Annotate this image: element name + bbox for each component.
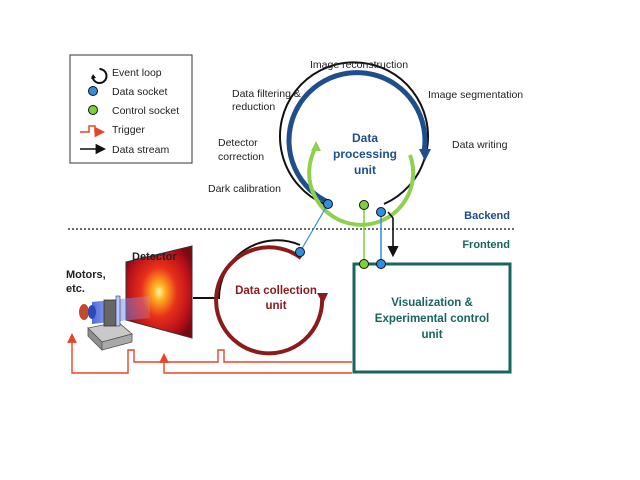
data-collection-unit: Data collection unit xyxy=(193,239,328,356)
legend-data-socket: Data socket xyxy=(112,86,168,98)
visualization-title-3: unit xyxy=(421,329,442,341)
step-detector-correction-1: Detector xyxy=(218,137,258,149)
processing-title-2: processing xyxy=(333,147,397,161)
trigger-icon xyxy=(80,125,106,138)
processing-title-1: Data xyxy=(352,131,378,145)
step-data-filtering-2: reduction xyxy=(232,101,275,113)
step-image-segmentation: Image segmentation xyxy=(428,89,523,101)
step-detector-correction-2: correction xyxy=(218,151,264,163)
processing-control-socket xyxy=(359,200,369,210)
collection-title-2: unit xyxy=(265,300,286,312)
motors-label-1: Motors, xyxy=(66,269,106,281)
data-processing-unit: Data processing unit xyxy=(279,61,431,227)
processing-data-socket xyxy=(323,199,333,209)
trigger-line-detector xyxy=(159,353,352,374)
control-socket-icon xyxy=(88,105,98,115)
legend-trigger: Trigger xyxy=(112,124,145,136)
processing-output-socket xyxy=(376,207,386,217)
sample-stage xyxy=(79,295,150,351)
step-data-filtering-1: Data filtering & xyxy=(232,88,301,100)
visualization-data-socket xyxy=(376,259,386,269)
legend-data-stream: Data stream xyxy=(112,144,169,156)
socket-link-processing-collection xyxy=(299,203,329,253)
frontend-label: Frontend xyxy=(462,239,510,251)
visualization-title-1: Visualization & xyxy=(391,297,473,309)
motors-label-2: etc. xyxy=(66,283,85,295)
visualization-control-socket xyxy=(359,259,369,269)
collection-data-socket xyxy=(295,247,305,257)
data-stream-arrow xyxy=(387,211,399,258)
detector-label: Detector xyxy=(132,251,177,263)
event-loop-icon xyxy=(91,68,108,84)
trigger-line xyxy=(67,333,352,374)
legend-event-loop: Event loop xyxy=(112,67,162,79)
step-dark-calibration: Dark calibration xyxy=(208,183,281,195)
step-data-writing: Data writing xyxy=(452,139,508,151)
visualization-title-2: Experimental control xyxy=(375,313,489,325)
step-image-reconstruction: Image reconstruction xyxy=(310,59,408,71)
legend-control-socket: Control socket xyxy=(112,105,179,117)
visualization-unit: Visualization & Experimental control uni… xyxy=(352,262,512,374)
processing-title-3: unit xyxy=(354,163,376,177)
backend-label: Backend xyxy=(464,210,510,222)
collection-title-1: Data collection xyxy=(235,285,317,297)
data-socket-icon xyxy=(88,86,98,96)
legend: Event loop Data socket Control socket Tr… xyxy=(69,54,193,164)
